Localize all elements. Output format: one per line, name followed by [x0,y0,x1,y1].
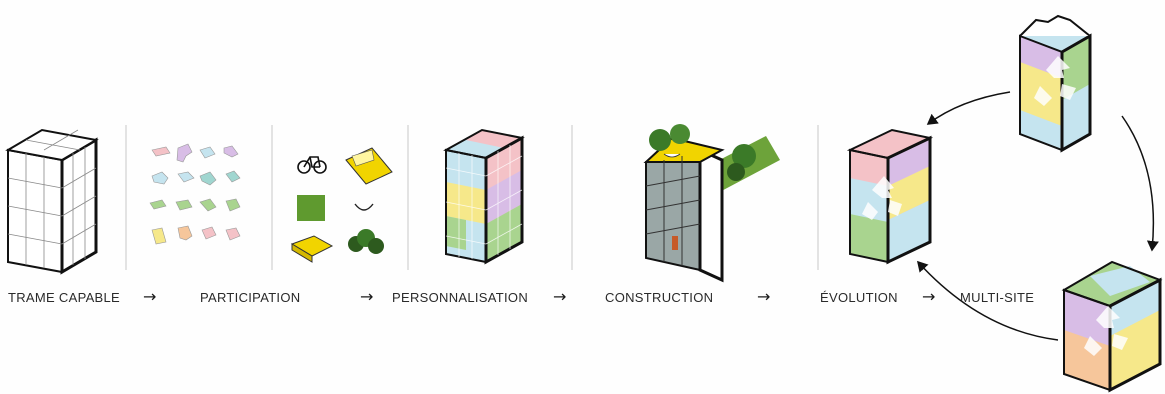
tree [727,163,745,181]
construction-building [643,124,780,283]
personalized-block [443,128,525,265]
green-lawn-tile [297,195,325,221]
arrow-icon: → [757,287,771,306]
yellow-planter [290,235,334,263]
recycle-icon [862,176,902,220]
trees-icon [348,229,384,254]
recycle-icon [1034,56,1076,106]
cycle-arrow-right [1121,115,1159,252]
arrow-icon: → [360,287,374,306]
bicycle-icon [297,156,327,174]
tree [732,144,756,168]
multisite-block-bottom [1061,260,1163,393]
roof-tree [670,124,690,144]
label-construction: CONSTRUCTION [605,290,714,305]
cycle-arrow-top [926,91,1011,125]
arrow-icon: → [143,287,157,306]
participation-pieces [149,143,241,245]
label-participation: PARTICIPATION [200,290,301,305]
recycle-icon [1084,306,1128,356]
label-multi-site: MULTI-SITE [960,290,1035,305]
label-evolution: ÉVOLUTION [820,290,898,305]
label-personnalisation: PERSONNALISATION [392,290,529,305]
arrow-icon: → [553,287,567,306]
label-trame-capable: TRAME CAPABLE [8,290,121,305]
yellow-terrace [345,147,393,185]
evolution-block [846,128,934,265]
cycle-arrow-bottom [916,260,1059,341]
hammock-icon [354,203,374,211]
roof-tree [649,129,671,151]
multisite-block-top [1019,14,1092,153]
arrow-icon: → [922,287,936,306]
wireframe-block [5,128,99,275]
